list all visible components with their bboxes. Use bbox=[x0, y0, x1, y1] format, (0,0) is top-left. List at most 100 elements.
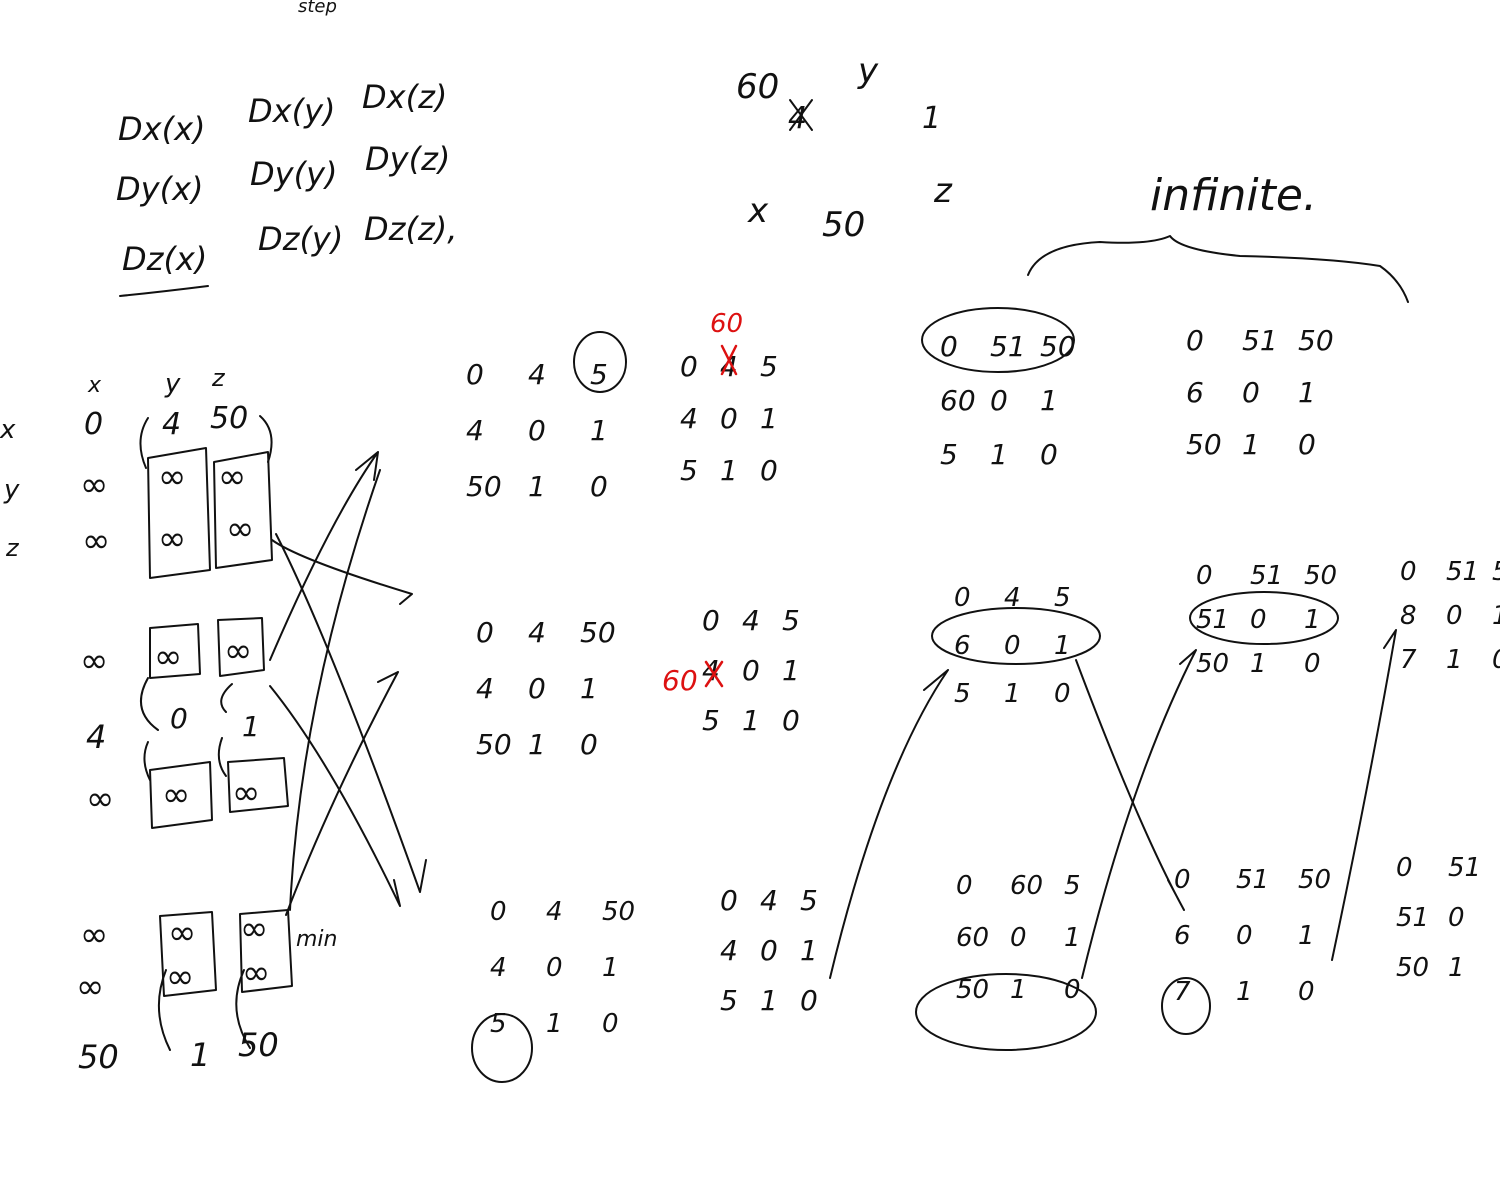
highlight-ovals bbox=[471, 307, 1339, 1083]
cell: ∞ bbox=[80, 641, 108, 681]
matrix-cell: 0 bbox=[1174, 865, 1191, 895]
arrow-stroke bbox=[289, 469, 381, 911]
matrix-cell: 51 bbox=[1236, 865, 1269, 895]
step-note: step bbox=[298, 0, 337, 17]
d-label: Dz(z), bbox=[364, 210, 457, 248]
matrix-cell: 0 bbox=[602, 1009, 619, 1039]
matrix-cell: 5 bbox=[782, 604, 800, 637]
cell: ∞ bbox=[232, 773, 260, 813]
cell: ∞ bbox=[168, 913, 196, 953]
matrix-cell: 0 bbox=[590, 470, 608, 503]
matrix-cell: 50 bbox=[1304, 561, 1337, 591]
matrix-cell: 1 bbox=[580, 672, 598, 705]
matrix-cell: 0 bbox=[954, 583, 971, 613]
matrix-cell: 1 bbox=[1448, 953, 1465, 983]
arrow-stroke bbox=[275, 533, 427, 893]
matrix-cell: 0 bbox=[1298, 977, 1315, 1007]
matrix-cell: 0 bbox=[1186, 324, 1204, 357]
oval-mark bbox=[931, 607, 1101, 665]
d-label: Dy(x) bbox=[116, 170, 203, 208]
arrow-stroke bbox=[269, 451, 379, 661]
arrow-stroke bbox=[829, 669, 949, 979]
infinite-label: infinite. bbox=[1150, 170, 1317, 221]
matrix-cell: 50 bbox=[956, 975, 989, 1005]
matrix-cell: 1 bbox=[1298, 376, 1316, 409]
cell: 0 bbox=[84, 407, 103, 442]
matrix-cell: 0 bbox=[956, 871, 973, 901]
matrix-cell: 0 bbox=[720, 402, 738, 435]
row-header: y bbox=[3, 475, 20, 505]
distance-label-grid: Dx(x) Dx(y) Dx(z) Dy(x) Dy(y) Dy(z) Dz(x… bbox=[116, 78, 457, 297]
matrix-cell: 1 bbox=[742, 704, 760, 737]
cell: 1 bbox=[190, 1036, 210, 1074]
matrix-cell: 1 bbox=[760, 984, 778, 1017]
edge-weight-yz: 1 bbox=[922, 101, 941, 136]
matrix-cell: 6 bbox=[1186, 376, 1204, 409]
box-stroke bbox=[213, 451, 273, 569]
matrix-cell: 51 bbox=[1250, 561, 1283, 591]
matrix-cell: 5 bbox=[940, 438, 958, 471]
matrix-arrows bbox=[829, 629, 1397, 979]
matrix-cell: 1 bbox=[528, 470, 546, 503]
matrix-cell: 0 bbox=[940, 330, 958, 363]
col-header: z bbox=[211, 364, 226, 392]
edge-weight-xz: 50 bbox=[822, 205, 865, 245]
matrix-cell: 0 bbox=[1054, 679, 1071, 709]
matrix-cell: 4 bbox=[466, 414, 484, 447]
red-strike bbox=[704, 660, 724, 688]
matrix-cell: 5 bbox=[1054, 583, 1071, 613]
cell: ∞ bbox=[224, 631, 252, 671]
matrix-cell: 4 bbox=[1004, 583, 1021, 613]
matrix-cell: 50 bbox=[1186, 428, 1222, 461]
matrix-cell: 5 bbox=[800, 884, 818, 917]
matrix-cell: 1 bbox=[990, 438, 1008, 471]
matrix-cell: 4 bbox=[528, 358, 546, 391]
matrix-cell: 0 bbox=[528, 414, 546, 447]
cell: 4 bbox=[162, 407, 181, 442]
underline-stroke bbox=[119, 285, 209, 297]
cell: 0 bbox=[170, 702, 188, 735]
min-label: min bbox=[296, 927, 338, 952]
matrix-cell: 4 bbox=[528, 616, 546, 649]
matrix-cell: 1 bbox=[1492, 601, 1500, 631]
arrow-stroke bbox=[271, 539, 413, 605]
matrix-cell: 50 bbox=[476, 728, 512, 761]
matrix-cell: 1 bbox=[1236, 977, 1253, 1007]
matrix-cell: 0 bbox=[1250, 605, 1267, 635]
matrix-cell: 51 bbox=[1446, 557, 1479, 587]
matrix-cell: 0 bbox=[1004, 631, 1021, 661]
matrix-cell: 50 bbox=[580, 616, 616, 649]
matrix-cell: 5 bbox=[680, 454, 698, 487]
matrix-cell: 0 bbox=[546, 953, 563, 983]
matrix-cell: 5 bbox=[702, 704, 720, 737]
matrix-cell: 0 bbox=[1448, 903, 1465, 933]
matrix-cell: 4 bbox=[490, 953, 507, 983]
matrix-cell: 1 bbox=[1054, 631, 1071, 661]
graph-sketch: 60 4 y 1 z x 50 infinite. bbox=[736, 51, 1409, 303]
d-label: Dy(y) bbox=[250, 155, 337, 193]
matrix-cell: 51 bbox=[1242, 324, 1278, 357]
cell: ∞ bbox=[166, 957, 194, 997]
cell: ∞ bbox=[80, 915, 108, 955]
arrow-stroke bbox=[157, 969, 251, 1051]
matrix-cell: 50 bbox=[1396, 953, 1429, 983]
col-header: x bbox=[87, 373, 102, 398]
strike-mark bbox=[789, 99, 813, 131]
matrix-cell: 5 bbox=[720, 984, 738, 1017]
matrix-cell: 8 bbox=[1400, 601, 1417, 631]
d-label: Dx(y) bbox=[248, 92, 335, 130]
matrix-cell: 1 bbox=[1250, 649, 1267, 679]
red-strike bbox=[720, 344, 738, 376]
crossing-arrows bbox=[269, 451, 427, 916]
matrix-cell: 1 bbox=[1242, 428, 1260, 461]
matrix-cell: 1 bbox=[590, 414, 608, 447]
matrix-cell: 6 bbox=[1174, 921, 1191, 951]
matrix-cell: 0 bbox=[528, 672, 546, 705]
matrix-cell: 0 bbox=[1196, 561, 1213, 591]
